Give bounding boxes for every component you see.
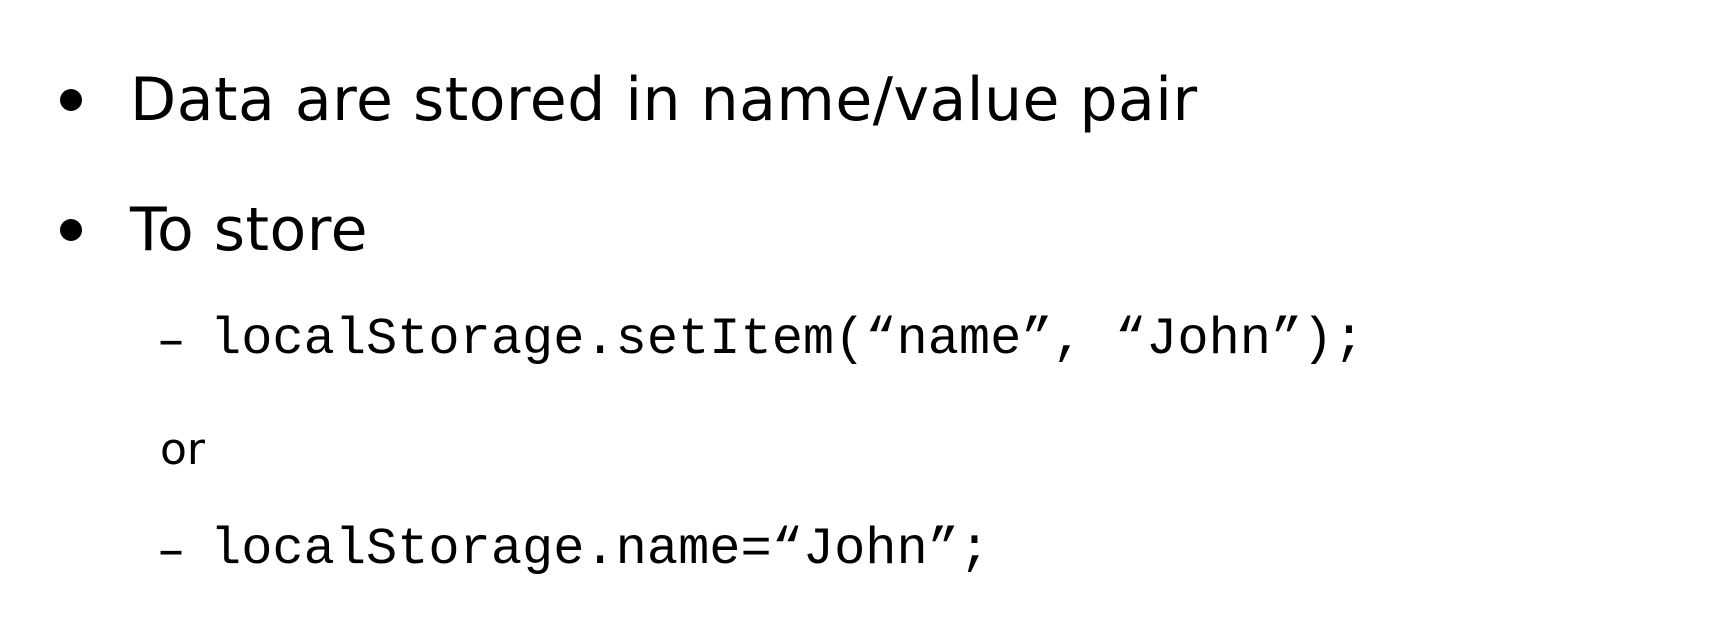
bullet-item: To store	[60, 190, 368, 270]
sub-item: – localStorage.setItem(“name”, “John”);	[158, 305, 1365, 375]
sub-item: – localStorage.name=“John”;	[158, 515, 990, 585]
dash-marker: –	[158, 310, 184, 370]
dash-marker: –	[158, 520, 184, 580]
bullet-dot-icon	[60, 89, 82, 111]
bullet-dot-icon	[60, 219, 82, 241]
bullet-text: To store	[130, 195, 368, 265]
connector-text: or	[160, 424, 206, 475]
bullet-text: Data are stored in name/value pair	[130, 65, 1198, 135]
code-snippet: localStorage.setItem(“name”, “John”);	[210, 310, 1365, 369]
bullet-item: Data are stored in name/value pair	[60, 60, 1198, 140]
code-snippet: localStorage.name=“John”;	[210, 520, 991, 579]
